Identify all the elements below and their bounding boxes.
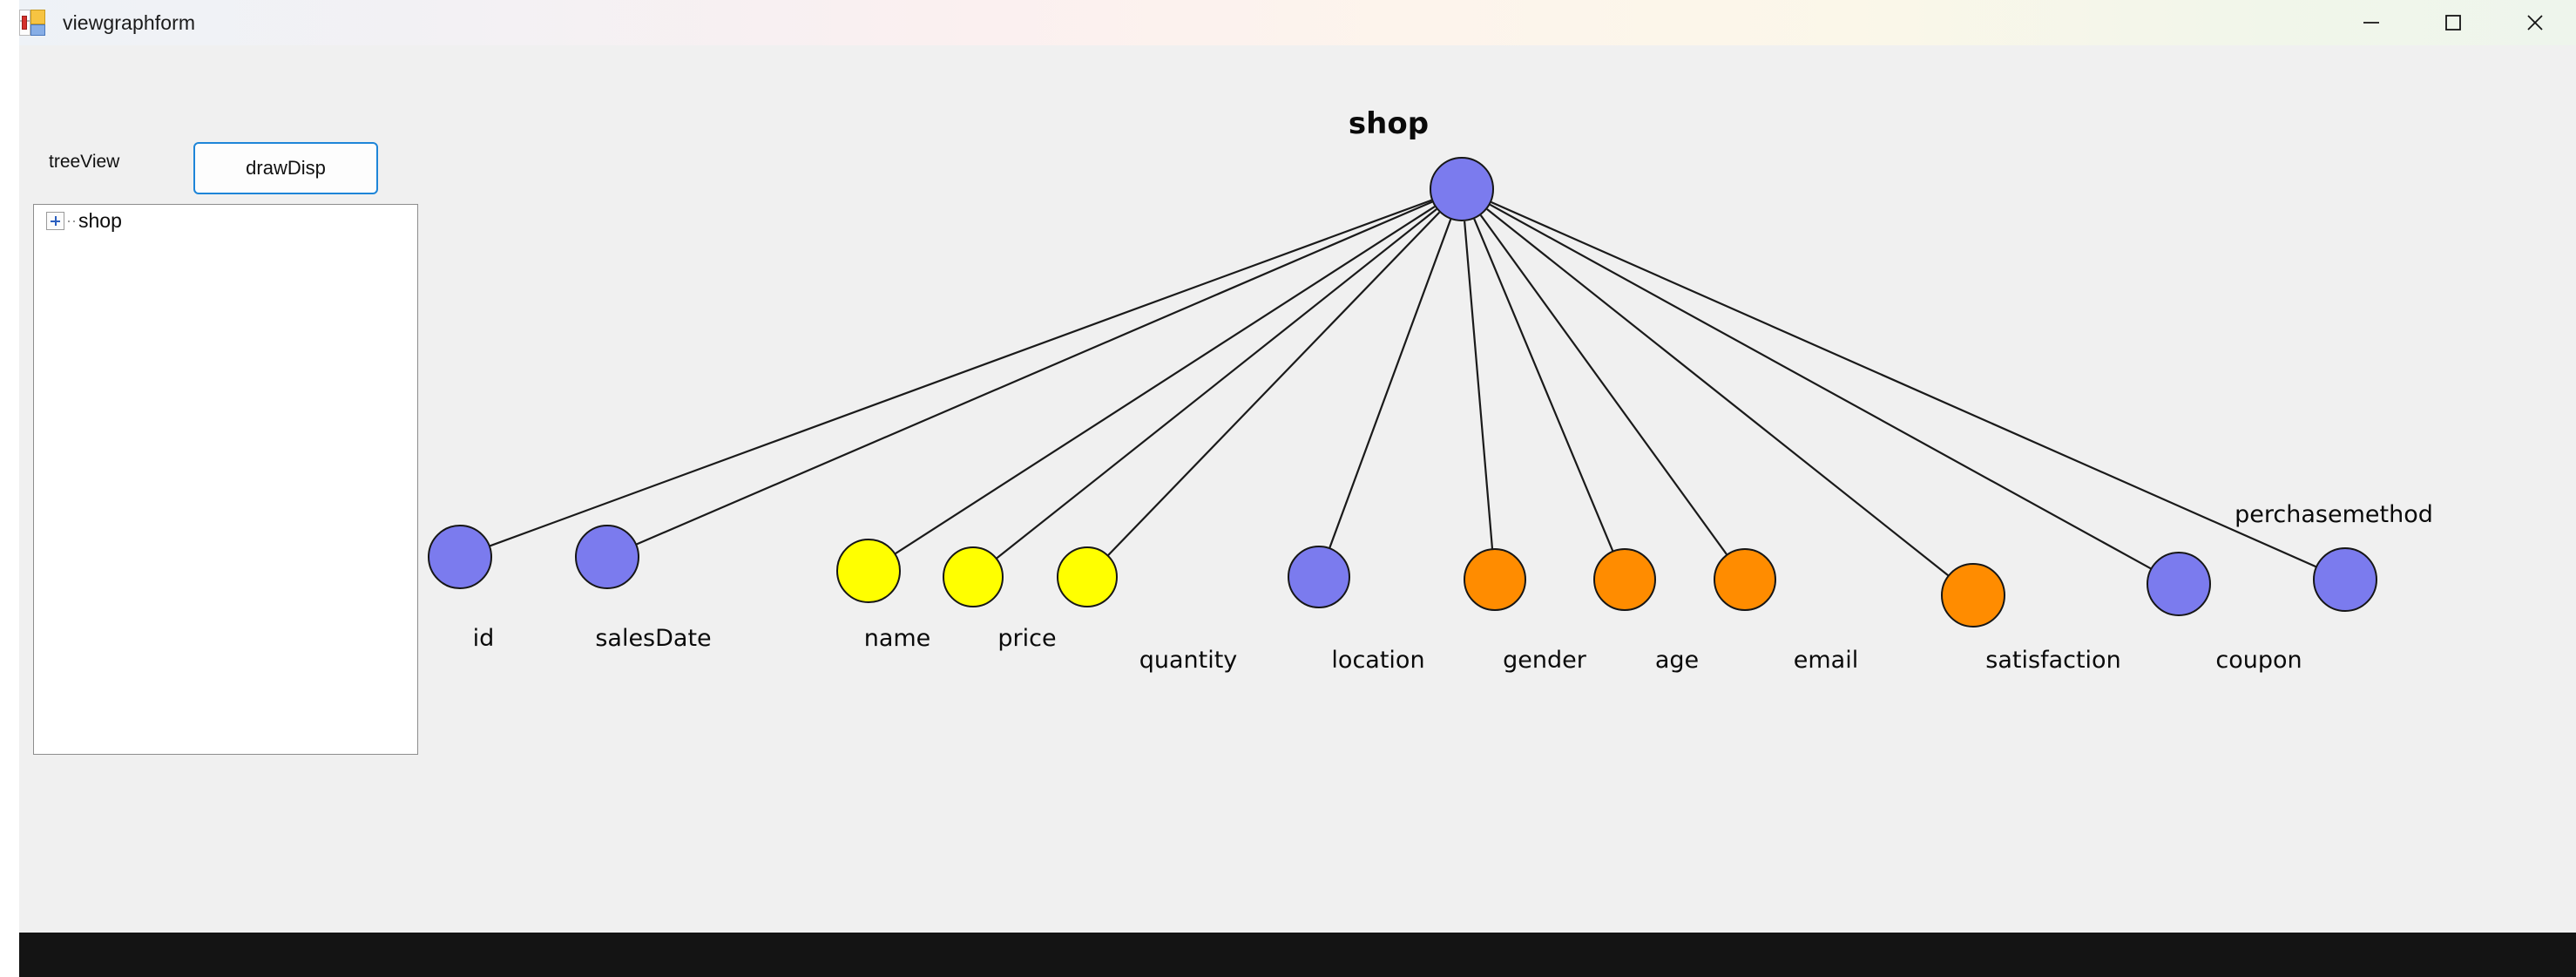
window-left-edge [0, 0, 19, 977]
close-icon [2527, 15, 2543, 31]
graph-edge [992, 208, 1437, 562]
maximize-icon [2445, 15, 2461, 31]
graph-node-age[interactable] [1593, 548, 1656, 611]
tree-connector-dots: ·· [66, 211, 77, 229]
graph-node-label-name: name [863, 625, 931, 652]
graph-edge [1473, 218, 1616, 556]
window-bottom-edge [19, 933, 2576, 977]
client-area: treeView drawDisp ·· shop id salesDate nam… [0, 45, 2576, 930]
title-bar[interactable]: viewgraphform [0, 0, 2576, 46]
graph-node-label-price: price [997, 625, 1057, 652]
graph-node-location[interactable] [1288, 546, 1350, 608]
graph-node-email[interactable] [1714, 548, 1776, 611]
graph-node-label-gender: gender [1503, 647, 1586, 674]
app-form-icon [19, 10, 45, 36]
maximize-button[interactable] [2412, 0, 2494, 45]
graph-node-label-id: id [472, 625, 495, 652]
graph-edge [1104, 211, 1441, 560]
graph-edge [484, 199, 1432, 549]
graph-edge [1489, 203, 2156, 573]
minimize-icon [2363, 22, 2379, 24]
window-controls [2330, 0, 2576, 45]
graph-edge [632, 200, 1433, 547]
graph-node-perchasemethod[interactable] [2313, 547, 2377, 612]
graph-root-label-shop: shop [1348, 106, 1430, 141]
graph-node-label-age: age [1654, 647, 1700, 674]
treeview-label: treeView [49, 152, 120, 172]
graph-node-gender[interactable] [1464, 548, 1526, 611]
graph-node-salesDate[interactable] [575, 525, 639, 589]
graph-edge [1464, 221, 1494, 554]
graph-node-name[interactable] [836, 539, 901, 603]
graph-edge [1479, 214, 1731, 560]
graph-node-label-satisfaction: satisfaction [1985, 647, 2121, 674]
drawdisp-button-label: drawDisp [246, 157, 326, 179]
graph-edge [1327, 219, 1452, 553]
graph-node-satisfaction[interactable] [1941, 563, 2005, 628]
window-title: viewgraphform [63, 10, 196, 34]
graph-node-quantity[interactable] [1057, 546, 1118, 607]
treeview-panel[interactable]: ·· shop [33, 204, 418, 755]
graph-node-label-quantity: quantity [1139, 647, 1238, 674]
tree-item-label: shop [78, 208, 122, 232]
tree-item-shop[interactable]: ·· shop [34, 205, 417, 236]
graph-edge [890, 206, 1436, 558]
graph-node-coupon[interactable] [2147, 552, 2211, 616]
graph-node-price[interactable] [943, 546, 1004, 607]
graph-root-node-shop[interactable] [1430, 157, 1494, 221]
graph-node-label-salesDate: salesDate [595, 625, 712, 652]
minimize-button[interactable] [2330, 0, 2412, 45]
close-button[interactable] [2494, 0, 2576, 45]
graph-node-label-email: email [1793, 647, 1859, 674]
graph-edge [1486, 208, 1953, 580]
graph-edge [1491, 200, 2322, 570]
graph-node-label-coupon: coupon [2215, 647, 2302, 674]
graph-node-id[interactable] [428, 525, 492, 589]
graph-node-label-perchasemethod: perchasemethod [2235, 501, 2433, 528]
graph-node-label-location: location [1331, 647, 1425, 674]
plus-box-icon[interactable] [46, 211, 64, 230]
drawdisp-button[interactable]: drawDisp [193, 142, 378, 194]
